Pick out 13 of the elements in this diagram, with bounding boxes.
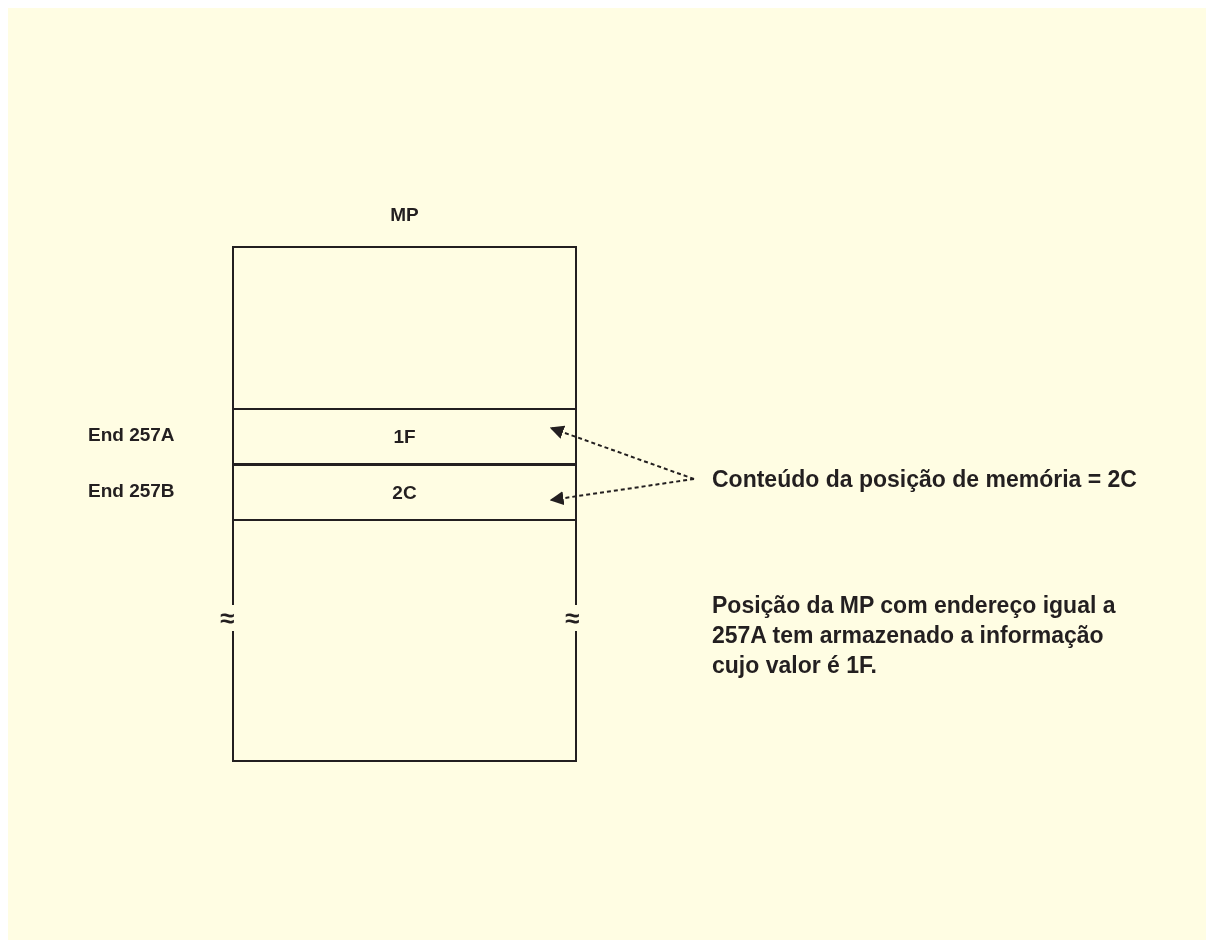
memory-cell xyxy=(232,408,577,465)
callout-text-line: Conteúdo da posição de memória = 2C xyxy=(712,465,1137,493)
dashed-arrow xyxy=(549,425,695,480)
dashed-arrow xyxy=(549,478,695,506)
break-mark: ≈ xyxy=(564,605,581,631)
cell-value: 2C xyxy=(392,481,417,504)
address-label: End 257B xyxy=(88,480,175,502)
address-label: End 257A xyxy=(88,424,175,446)
block-title: MP xyxy=(389,204,420,226)
memory-cell xyxy=(232,464,577,521)
cell-value: 1F xyxy=(393,425,416,448)
note-text: Posição da MP com endereço igual a 257A tem armazenado a informação cujo valor é 1F. xyxy=(712,591,1117,680)
break-mark: ≈ xyxy=(219,605,236,631)
